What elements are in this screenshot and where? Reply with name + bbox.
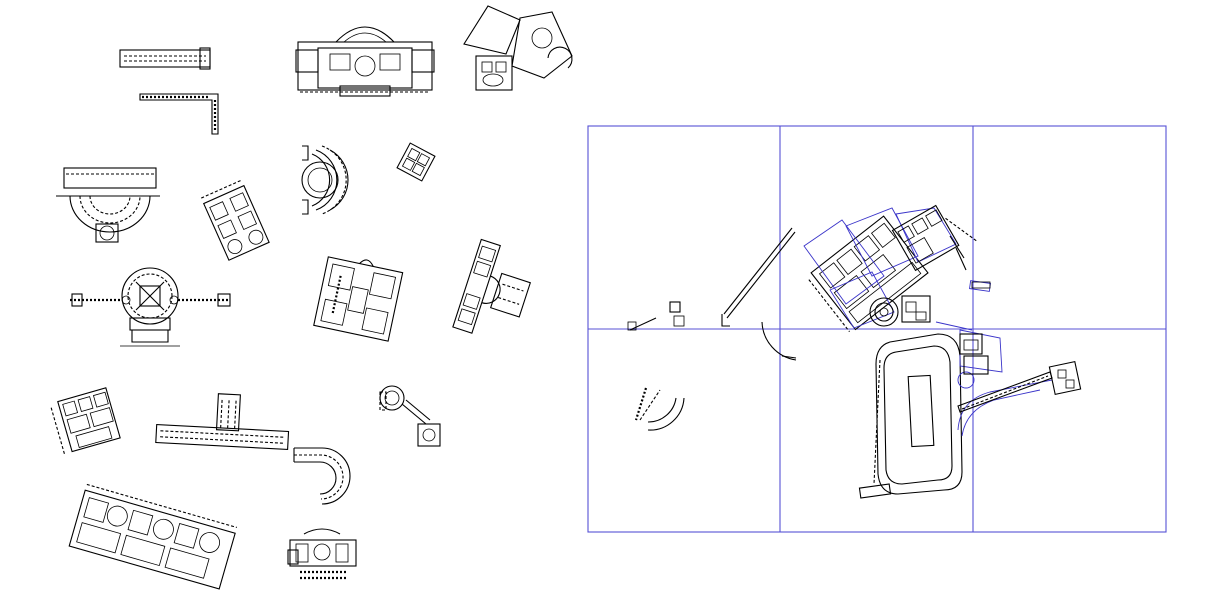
plan-colonnade-strip[interactable] <box>119 47 211 70</box>
site-racetrack[interactable] <box>858 333 963 499</box>
site-plan-frame[interactable] <box>587 125 1167 533</box>
site-arc-fragment <box>761 321 797 361</box>
plan-round-temple[interactable] <box>301 145 349 215</box>
plan-exedra-hall[interactable] <box>56 167 160 243</box>
site-diagonal-wall <box>721 227 796 327</box>
site-right-cluster <box>959 333 989 375</box>
site-round-building[interactable] <box>869 295 931 327</box>
site-long-colonnade[interactable] <box>957 360 1082 413</box>
plan-villa-complex[interactable] <box>463 5 573 91</box>
site-top-right-fragments <box>949 235 991 289</box>
site-small-fragments <box>627 301 685 331</box>
plan-stepped-palace[interactable] <box>287 528 357 580</box>
site-upper-right-rooms <box>891 204 978 272</box>
plan-l-portico[interactable] <box>139 93 219 135</box>
plan-basilica[interactable] <box>295 26 435 97</box>
plan-stadium-spur[interactable] <box>155 391 291 451</box>
plan-round-with-stair[interactable] <box>379 385 441 447</box>
plan-small-pavilion[interactable] <box>396 142 436 182</box>
plan-palace-block[interactable] <box>313 252 404 342</box>
plan-library <box>50 5 573 590</box>
plan-cruciform-baths[interactable] <box>70 267 231 347</box>
plan-curved-track[interactable] <box>293 447 351 505</box>
site-palace-complex[interactable] <box>806 215 929 333</box>
site-curved-portico <box>634 387 685 431</box>
plan-large-complex[interactable] <box>68 483 237 590</box>
plan-small-villa[interactable] <box>50 387 121 454</box>
plan-rotated-rooms[interactable] <box>201 179 270 261</box>
plan-angled-villa[interactable] <box>452 238 538 345</box>
